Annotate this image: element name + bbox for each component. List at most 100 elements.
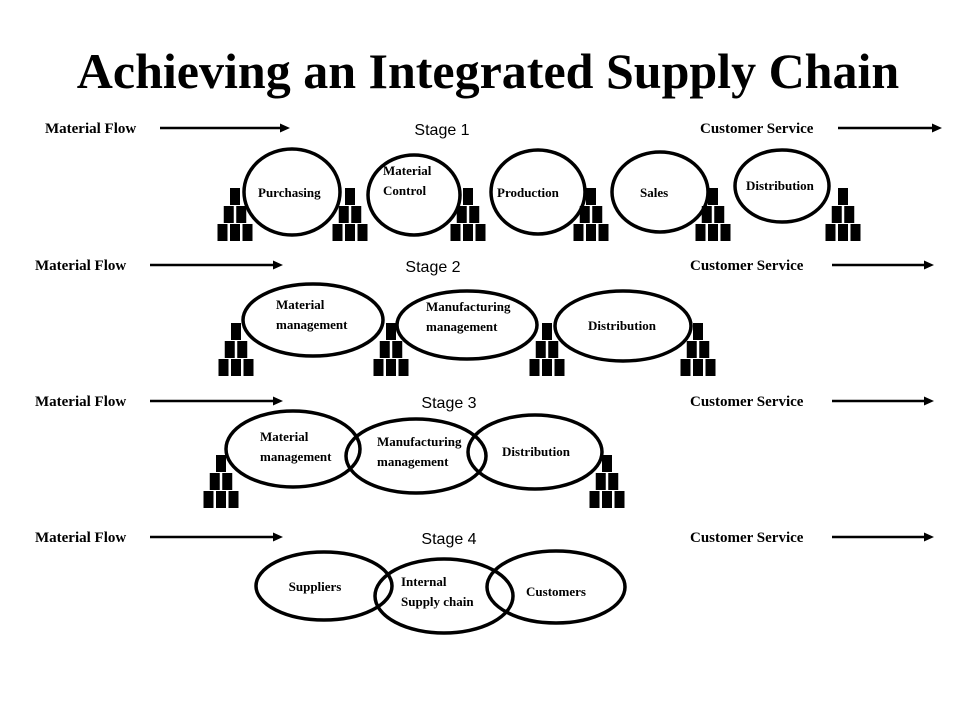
oval-label: Production [497, 185, 560, 200]
inventory-block [450, 224, 461, 241]
inventory-block [554, 359, 565, 376]
inventory-block [608, 473, 619, 490]
inventory-block [614, 491, 625, 508]
material-flow-arrow [150, 260, 283, 270]
oval-label: Manufacturing [377, 434, 462, 449]
material-flow-label: Material Flow [35, 394, 126, 410]
inventory-block [573, 224, 584, 241]
inventory-block [236, 206, 247, 223]
inventory-stack [332, 188, 368, 241]
customer-service-arrow [838, 123, 942, 133]
inventory-block [586, 224, 596, 241]
inventory-block [216, 455, 226, 472]
customer-service-label: Customer Service [700, 121, 814, 137]
inventory-block [379, 341, 390, 358]
inventory-block [223, 206, 234, 223]
inventory-block [242, 224, 253, 241]
inventory-block [701, 206, 712, 223]
inventory-stack [529, 323, 565, 376]
inventory-block [243, 359, 254, 376]
oval-label: Sales [640, 185, 668, 200]
customer-service-label: Customer Service [690, 394, 804, 410]
inventory-block [230, 188, 240, 205]
inventory-block [398, 359, 409, 376]
oval-label: management [276, 317, 348, 332]
inventory-block [680, 359, 691, 376]
inventory-block [463, 188, 473, 205]
inventory-block [345, 188, 355, 205]
inventory-block [392, 341, 403, 358]
inventory-block [705, 359, 716, 376]
inventory-block [595, 473, 606, 490]
oval-label: Distribution [588, 318, 657, 333]
oval-label: management [260, 449, 332, 464]
inventory-block [838, 188, 848, 205]
process-oval: Distribution [553, 289, 693, 363]
inventory-block [592, 206, 603, 223]
inventory-block [357, 224, 368, 241]
inventory-stack [825, 188, 861, 241]
inventory-block [209, 473, 220, 490]
inventory-stack [695, 188, 731, 241]
inventory-stack [450, 188, 486, 241]
process-oval: Suppliers [254, 550, 394, 622]
stage-label: Stage 2 [405, 259, 460, 276]
inventory-block [838, 224, 848, 241]
process-oval: Purchasing [242, 147, 342, 237]
customer-service-label: Customer Service [690, 258, 804, 274]
inventory-stack [680, 323, 716, 376]
inventory-block [708, 188, 718, 205]
stage-label: Stage 4 [421, 531, 476, 548]
customer-service-arrow [832, 396, 934, 406]
inventory-block [231, 323, 241, 340]
oval-label: Supply chain [401, 594, 474, 609]
process-oval: Distribution [466, 413, 604, 491]
inventory-block [548, 341, 559, 358]
inventory-block [579, 206, 590, 223]
inventory-block [218, 359, 229, 376]
inventory-block [338, 206, 349, 223]
inventory-block [217, 224, 228, 241]
inventory-block [589, 491, 600, 508]
inventory-block [831, 206, 842, 223]
inventory-block [345, 224, 355, 241]
process-oval: Distribution [733, 148, 831, 224]
inventory-block [456, 206, 467, 223]
oval-label: management [377, 454, 449, 469]
inventory-block [469, 206, 480, 223]
inventory-stack [373, 323, 409, 376]
page-title: Achieving an Integrated Supply Chain [77, 43, 900, 99]
inventory-block [228, 491, 239, 508]
inventory-stack [589, 455, 625, 508]
inventory-block [695, 224, 706, 241]
oval-label: Internal [401, 574, 447, 589]
inventory-block [230, 224, 240, 241]
inventory-block [699, 341, 710, 358]
stage-label: Stage 3 [421, 395, 476, 412]
inventory-block [231, 359, 241, 376]
process-oval: Manufacturing management [344, 417, 488, 495]
inventory-block [714, 206, 725, 223]
material-flow-arrow [150, 396, 283, 406]
inventory-block [844, 206, 855, 223]
inventory-block [373, 359, 384, 376]
inventory-block [351, 206, 362, 223]
oval-label: Distribution [746, 178, 815, 193]
stage-label: Stage 1 [414, 122, 469, 139]
customer-service-arrow [832, 532, 934, 542]
inventory-block [386, 359, 396, 376]
inventory-block [708, 224, 718, 241]
inventory-block [237, 341, 248, 358]
oval-label: Distribution [502, 444, 571, 459]
inventory-block [222, 473, 233, 490]
material-flow-label: Material Flow [35, 530, 126, 546]
inventory-block [542, 359, 552, 376]
oval-label: Manufacturing [426, 299, 511, 314]
oval-label: Customers [526, 584, 586, 599]
